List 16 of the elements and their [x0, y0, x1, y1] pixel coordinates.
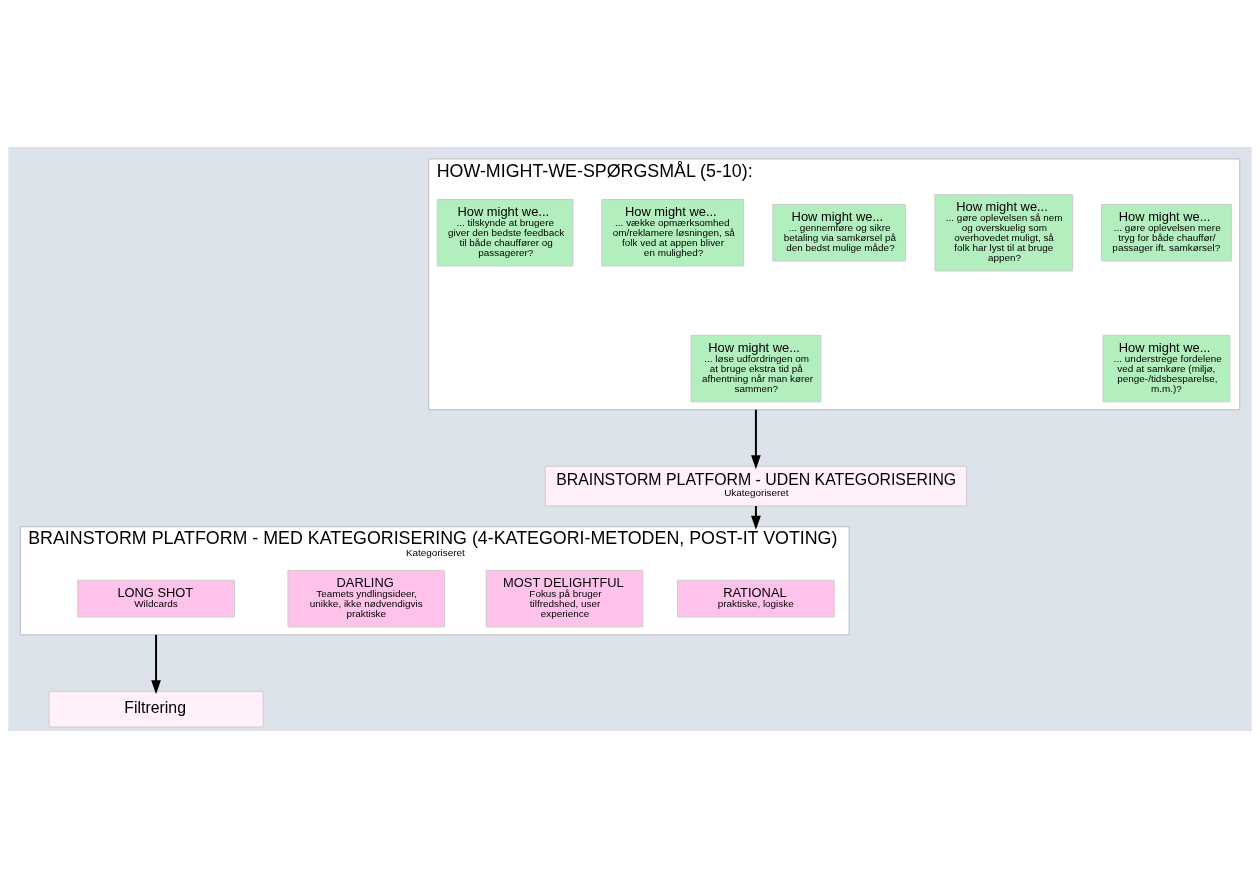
node-box: How might we... ... gøre oplevelsen mere tryg for både chauffør/ passager ift. samkørsel?	[1100, 204, 1232, 262]
node-box: How might we... ... understrege fordelene ved at samkøre (miljø, penge-/tidsbesparelse, m.m.)?	[1102, 334, 1231, 403]
arrow	[751, 408, 761, 470]
node-box: LONG SHOT Wildcards	[77, 579, 235, 618]
node-box: How might we... ... løse udfordringen om at bruge ekstra tid på afhentning når man kører sammen?	[690, 334, 822, 403]
node-box: How might we... ... tilskynde at brugere giver den bedste feedback til både chauffører og passagerer?	[436, 199, 574, 267]
node-box: How might we... ... gøre oplevelsen så nem og overskuelig som overhovedet muligt, så folk har lyst til at bruge appen?	[934, 194, 1074, 272]
arrow	[751, 505, 761, 530]
arrow	[151, 633, 161, 695]
node-box: How might we... ... gennemføre og sikre betaling via samkørsel på den bedst mulige måde?	[772, 204, 907, 262]
node-box: RATIONAL praktiske, logiske	[677, 579, 835, 618]
node-box: Filtrering	[48, 690, 264, 728]
node-box: MOST DELIGHTFUL Fokus på bruger tilfredshed, user experience	[485, 569, 644, 628]
node-box: How might we... ... vække opmærksomhed om/reklamere løsningen, så folk ved at appen bliver en mulighed?	[601, 199, 745, 267]
node-box: BRAINSTORM PLATFORM - UDEN KATEGORISERING Ukategoriseret	[544, 465, 968, 507]
node-box: DARLING Teamets yndlingsideer, unikke, ikke nødvendigvis praktiske	[287, 569, 446, 628]
